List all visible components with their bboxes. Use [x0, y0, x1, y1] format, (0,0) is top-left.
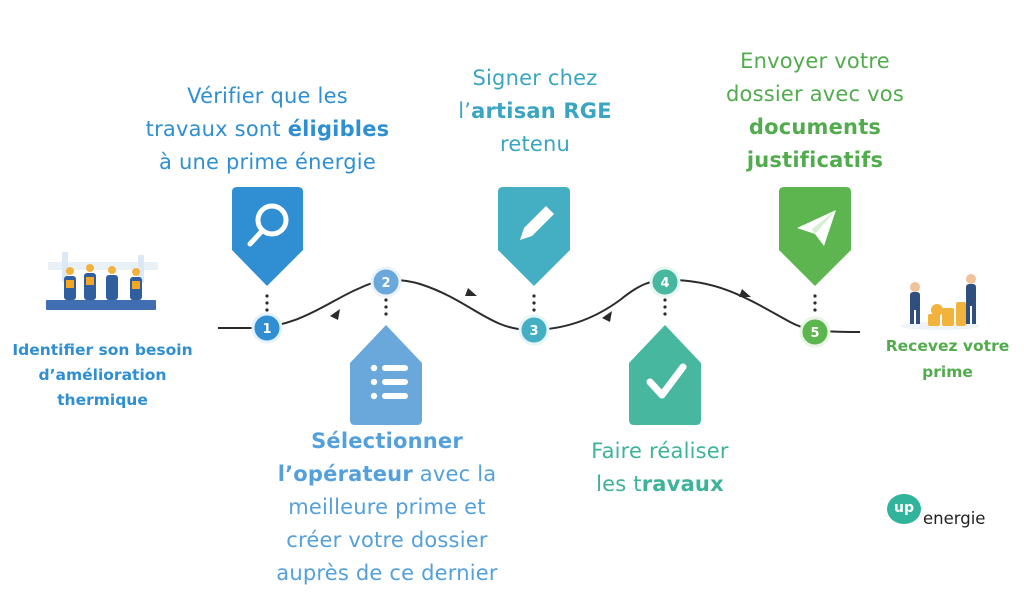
- arrow-marker: [602, 311, 612, 322]
- step-3-text: Signer chez l’artisan RGE retenu: [440, 62, 630, 161]
- dotted-connector: [813, 294, 817, 312]
- step-4-node: 4: [649, 266, 681, 298]
- end-label: Recevez votre prime: [885, 337, 1010, 381]
- step-4-text: Faire réaliser les travaux: [580, 435, 740, 501]
- paper-plane-icon: [797, 210, 836, 246]
- svg-text:4: 4: [660, 276, 669, 291]
- step-2-node: 2: [370, 266, 402, 298]
- dotted-connector: [663, 298, 667, 316]
- step-1-text-pre: Vérifier que les travaux sont: [145, 84, 348, 141]
- logo-up-badge: up: [887, 494, 921, 524]
- svg-text:3: 3: [529, 324, 538, 339]
- step-2-text-post: avec la meilleure prime et créer votre d…: [276, 462, 498, 585]
- arrow-marker: [739, 289, 751, 297]
- step-1-text: Vérifier que les travaux sont éligibles …: [145, 80, 390, 179]
- step-1-text-post: à une prime énergie: [159, 150, 376, 174]
- step-4-text-bold: ravaux: [641, 472, 724, 496]
- step-3-text-bold: artisan RGE: [471, 99, 612, 123]
- svg-text:5: 5: [810, 326, 819, 341]
- step-2-text-bold: Sélectionner l’opérateur: [277, 429, 463, 486]
- step-2-text: Sélectionner l’opérateur avec la meilleu…: [262, 425, 512, 590]
- step-3-node: 3: [518, 314, 550, 346]
- svg-text:1: 1: [262, 322, 271, 337]
- step-3-text-pre: Signer chez l’: [458, 66, 598, 123]
- logo-energie-text: energie: [923, 509, 986, 528]
- svg-text:2: 2: [381, 276, 390, 291]
- step-5-text-pre: Envoyer votre dossier avec vos: [726, 49, 904, 106]
- step-1-text-bold: éligibles: [287, 117, 390, 141]
- arrow-marker: [330, 309, 340, 320]
- coins-illustration: [900, 274, 980, 330]
- arrow-marker: [465, 288, 477, 296]
- step-4-badge: [629, 325, 701, 425]
- pencil-icon: [520, 206, 554, 240]
- dotted-connector: [265, 294, 269, 312]
- step-3-badge: [498, 187, 570, 286]
- step-2-badge: [350, 325, 422, 425]
- timeline-path: [218, 278, 861, 333]
- dotted-connector: [532, 294, 536, 312]
- step-1-badge: [232, 187, 303, 286]
- step-5-badge: [779, 187, 851, 286]
- start-label: Identifier son besoin d’amélioration the…: [12, 341, 193, 409]
- step-1-node: 1: [251, 312, 283, 344]
- step-3-text-post: retenu: [499, 132, 571, 156]
- step-5-node: 5: [799, 316, 831, 348]
- step-5-text-bold: documents justificatifs: [746, 115, 884, 172]
- checklist-icon: [370, 364, 408, 400]
- step-4-text-pre: Faire réaliser les t: [591, 439, 729, 496]
- checkmark-icon: [646, 363, 687, 399]
- workers-illustration: [46, 252, 158, 310]
- step-5-text: Envoyer votre dossier avec vos documents…: [700, 45, 930, 177]
- search-icon: [247, 203, 289, 247]
- dotted-connector: [384, 298, 388, 316]
